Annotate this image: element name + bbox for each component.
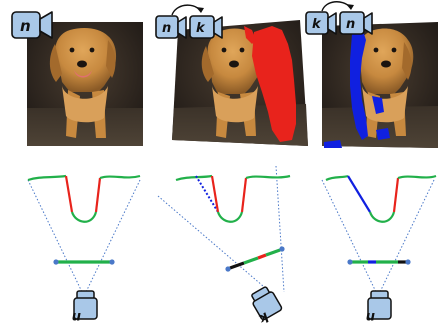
dog-right [357,28,414,138]
photo-right [322,22,438,148]
camera-icon-n-bottom-right: n [366,290,392,323]
image-plane-green [265,248,281,257]
curved-arrow-icon-middle [171,4,201,16]
view-ray [275,165,285,293]
camera-icon-k-top-middle: k [189,15,223,39]
surface-green [368,211,396,223]
view-ray [157,195,271,293]
view-ray [321,179,377,293]
surface-green [325,174,349,182]
svg-text:n: n [162,21,171,36]
image-plane-black [229,261,245,270]
image-plane-endpoint [279,246,285,252]
photo-left [27,22,143,146]
disocclusion-region-blue [350,28,368,140]
view-ray [379,179,435,293]
surface-green [245,174,291,180]
image-plane-endpoint [225,266,231,272]
dog-middle [201,28,264,138]
surface-green [70,211,98,223]
occlusion-edge-red [240,177,248,213]
surface-green [216,211,244,223]
surface-green [175,174,213,182]
disocclusion-patch-blue-1 [372,96,384,114]
svg-text:k: k [196,21,206,36]
image-plane-endpoint [53,259,59,265]
svg-text:n: n [20,17,31,35]
dog-left [49,28,117,138]
image-plane-endpoint [109,259,115,265]
camera-icon-n-top-right: n [339,11,373,35]
disocclusion-patch-blue-2 [376,128,390,140]
camera-icon-k-bottom-middle: k [251,286,283,323]
view-ray [27,179,83,293]
svg-text:n: n [72,309,81,323]
svg-text:n: n [366,309,375,323]
occlusion-edge-red [94,177,102,213]
disoccluded-surface-blue [347,175,371,213]
geometry-right: n [321,174,437,323]
surface-green [99,174,141,180]
surface-green [27,174,67,182]
image-plane-endpoint [405,259,411,265]
occlusion-edge-red [210,175,220,213]
curved-arrow-icon-right [321,1,351,12]
view-ray [85,179,141,293]
image-plane-red [257,253,267,260]
camera-icon-n-bottom-left: n [72,290,98,323]
occlusion-edge-red [244,26,256,44]
camera-icon-k-top-right: k [305,11,337,35]
surface-green [397,174,437,180]
occlusion-region-red [252,26,296,142]
geometry-left: n [27,174,141,323]
image-plane-green [243,256,259,265]
camera-icon-n-top-left: n [11,11,53,39]
occluded-surface-dotted [195,175,219,213]
geometry-middle: k [157,165,291,323]
disocclusion-patch-blue-3 [324,140,342,148]
camera-icon-n-top-middle: n [155,15,187,39]
occlusion-edge-red [392,177,400,213]
photo-middle [172,20,308,146]
image-plane-endpoint [347,259,353,265]
svg-text:k: k [312,17,322,32]
occlusion-edge-red [64,175,74,213]
svg-text:n: n [346,17,355,32]
